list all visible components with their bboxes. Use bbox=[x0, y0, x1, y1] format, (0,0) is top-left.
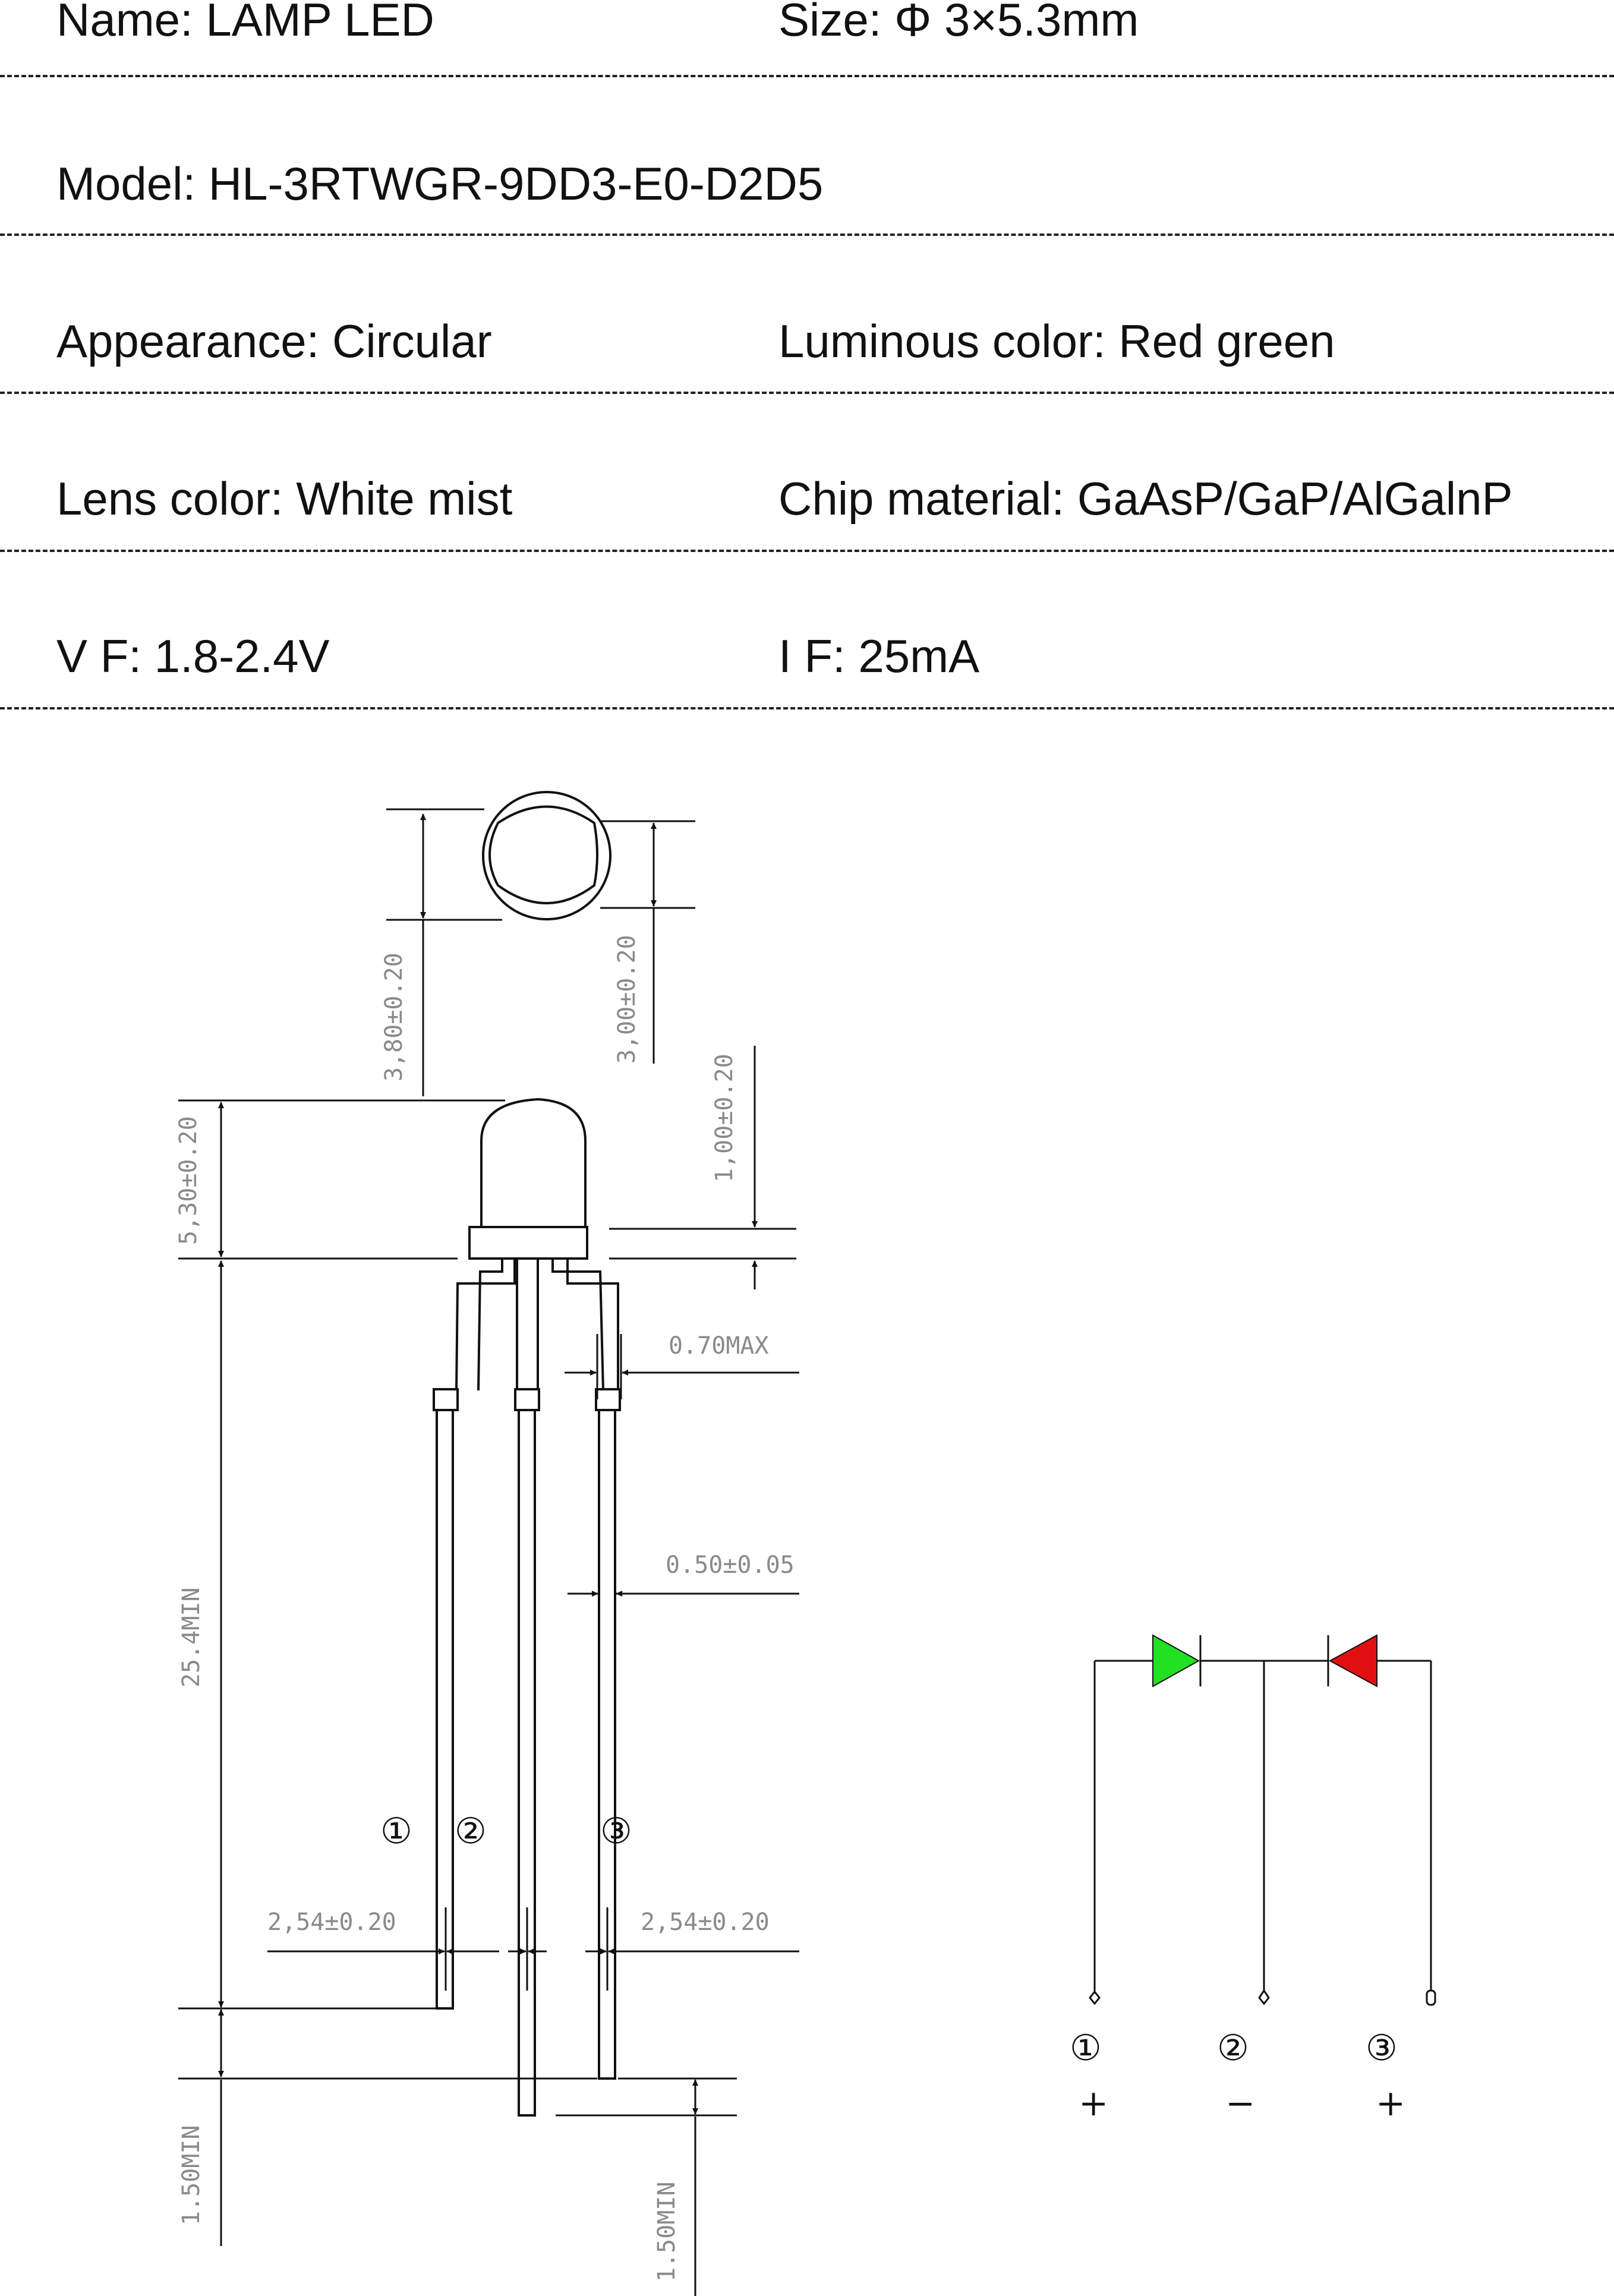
schematic-sign-plus-3: + bbox=[1376, 2083, 1405, 2124]
dim-3-00: 3,00±0.20 bbox=[613, 935, 641, 1064]
red-led-diode bbox=[1328, 1634, 1377, 1688]
schematic-sign-plus-1: + bbox=[1079, 2083, 1108, 2124]
dim-pitch-right: 2,54±0.20 bbox=[641, 1909, 770, 1936]
spec-model: Model: HL-3RTWGR-9DD3-E0-D2D5 bbox=[56, 157, 824, 210]
led-side-view bbox=[433, 1097, 621, 2117]
dim-1-50-min-left: 1.50MIN bbox=[178, 2125, 205, 2225]
schematic-sign-minus: − bbox=[1225, 2083, 1255, 2124]
dim-5-30: 5,30±0.20 bbox=[175, 1116, 202, 1245]
dim-1-50-min-right: 1.50MIN bbox=[653, 2181, 680, 2282]
divider-1 bbox=[0, 75, 1614, 77]
spec-if: I F: 25mA bbox=[778, 630, 980, 682]
led-schematic bbox=[1089, 1635, 1436, 2006]
spec-luminous-color: Luminous color: Red green bbox=[778, 315, 1335, 367]
spec-lens-color: Lens color: White mist bbox=[56, 472, 513, 525]
dimension-lines bbox=[178, 808, 799, 2296]
drawing-pin-2: ② bbox=[455, 1811, 487, 1852]
schematic-pin-3: ③ bbox=[1366, 2027, 1398, 2069]
drawing-pin-3: ③ bbox=[600, 1811, 632, 1852]
led-top-view bbox=[482, 791, 611, 920]
schematic-pin-1: ① bbox=[1070, 2027, 1102, 2069]
dim-3-80: 3,80±0.20 bbox=[380, 953, 408, 1081]
dim-1-00: 1,00±0.20 bbox=[711, 1054, 738, 1182]
dim-25-4-min: 25.4MIN bbox=[178, 1587, 205, 1688]
divider-5 bbox=[0, 707, 1614, 709]
spec-name: Name: LAMP LED bbox=[56, 0, 434, 46]
schematic-pin-2: ② bbox=[1217, 2027, 1249, 2069]
drawing-pin-1: ① bbox=[380, 1811, 412, 1852]
spec-chip-material: Chip material: GaAsP/GaP/AlGalnP bbox=[778, 472, 1513, 525]
spec-vf: V F: 1.8-2.4V bbox=[56, 630, 330, 682]
divider-3 bbox=[0, 392, 1614, 394]
spec-size: Size: Φ 3×5.3mm bbox=[778, 0, 1139, 46]
spec-appearance: Appearance: Circular bbox=[56, 315, 492, 367]
dim-0-50: 0.50±0.05 bbox=[666, 1551, 795, 1579]
divider-4 bbox=[0, 550, 1614, 552]
dim-0-70-max: 0.70MAX bbox=[669, 1332, 769, 1360]
dim-pitch-left: 2,54±0.20 bbox=[267, 1909, 396, 1936]
divider-2 bbox=[0, 234, 1614, 236]
green-led-diode bbox=[1152, 1634, 1200, 1688]
